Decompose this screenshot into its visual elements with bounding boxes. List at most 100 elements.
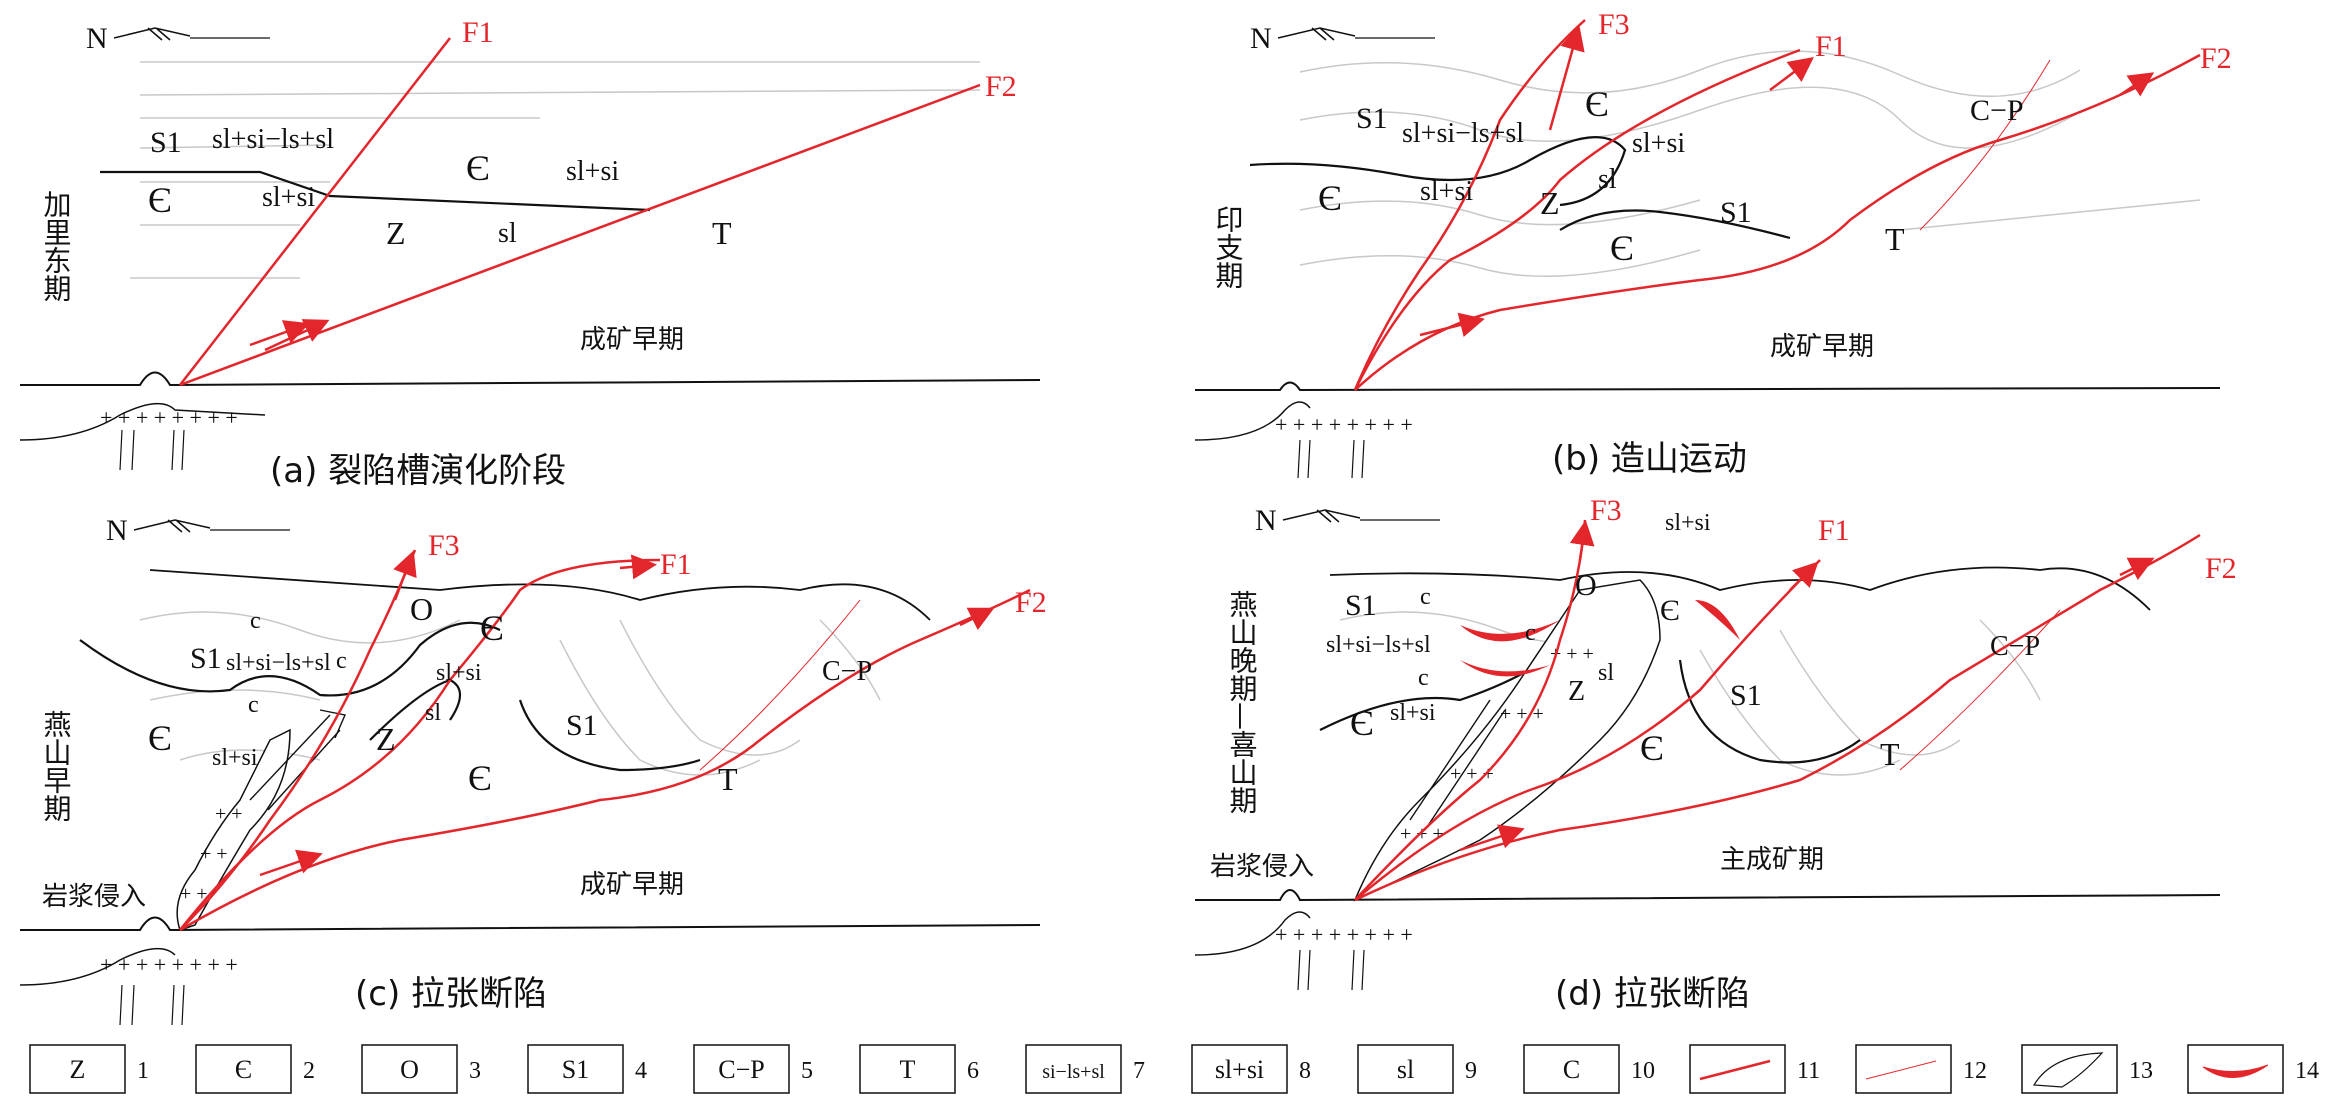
legend-item: sl+si 8: [1191, 1044, 1311, 1094]
legend-number: 8: [1299, 1058, 1311, 1084]
legend-item: C−P 5: [693, 1044, 813, 1094]
unit-label: Є: [1318, 178, 1342, 218]
legend-swatch: [693, 1044, 790, 1094]
fault-label-f3: F3: [428, 529, 460, 562]
legend-symbol: C: [1563, 1055, 1580, 1084]
svg-text:+ +: + +: [180, 883, 208, 905]
north-arrow-icon: [1277, 27, 1356, 41]
unit-label: sl+si−ls+sl: [1402, 118, 1524, 149]
fault-label-f2: F2: [1015, 586, 1047, 619]
unit-label: sl: [498, 218, 517, 249]
north-arrow-icon: [133, 519, 211, 533]
north-arrow-icon: [1282, 509, 1361, 523]
fault-label-f1: F1: [462, 16, 494, 49]
unit-label: sl+si: [212, 745, 258, 771]
period-label: 加里东期: [40, 190, 73, 302]
legend-swatch: [1025, 1044, 1122, 1094]
legend-swatch: [195, 1044, 292, 1094]
bedding-lines: [130, 61, 981, 279]
unit-label: c: [250, 608, 261, 634]
unit-label: C−P: [1990, 631, 2040, 662]
legend-swatch: [29, 1044, 126, 1094]
unit-label: T: [1885, 221, 1905, 257]
north-label: N: [86, 22, 108, 55]
legend-item: si−ls+sl 7: [1025, 1044, 1145, 1094]
unit-label: sl+si: [436, 660, 482, 686]
north-label: N: [106, 514, 128, 547]
period-label: 燕山早期: [40, 710, 73, 822]
legend-symbol-icon: [2032, 1052, 2104, 1088]
legend-symbol: si−ls+sl: [1042, 1061, 1105, 1083]
unit-label: sl+si: [566, 156, 619, 187]
fault-label-f1: F1: [1815, 30, 1847, 63]
north-label: N: [1255, 504, 1277, 537]
panel-caption: (d) 拉张断陷: [1555, 974, 1750, 1014]
legend-number: 5: [801, 1058, 813, 1084]
unit-label: Є: [1350, 703, 1374, 743]
fault-label-f1: F1: [660, 548, 692, 581]
unit-label: S1: [1720, 196, 1752, 229]
unit-label: c: [1420, 584, 1431, 610]
unit-label: S1: [566, 709, 598, 742]
legend-swatch: [2021, 1044, 2118, 1094]
unit-label: sl: [1598, 660, 1614, 686]
legend-item: C 10: [1523, 1044, 1655, 1094]
fault-label-f3: F3: [1598, 8, 1630, 41]
legend-symbol: S1: [562, 1055, 589, 1084]
unit-label: S1: [1345, 589, 1377, 622]
unit-label: sl+si−ls+sl: [226, 650, 331, 676]
unit-label: sl+si: [262, 182, 315, 213]
legend-number: 10: [1631, 1058, 1655, 1084]
unit-label: S1: [190, 642, 222, 675]
legend-symbol-icon: [2202, 1064, 2269, 1078]
unit-label: Є: [466, 148, 490, 188]
ore-body-icon: [1460, 600, 1740, 677]
fault-label-f2: F2: [985, 70, 1017, 103]
legend-item: 12: [1855, 1044, 1987, 1094]
fault-f1: [179, 37, 451, 386]
intrusion-label: 岩浆侵入: [42, 882, 146, 912]
legend-symbol: sl+si: [1215, 1055, 1264, 1084]
unit-label: Z: [1540, 185, 1560, 221]
granite-icon: + + + + + + + +: [100, 405, 238, 430]
legend-number: 7: [1133, 1058, 1145, 1084]
faults: [179, 37, 981, 387]
legend-symbol: T: [900, 1055, 916, 1084]
unit-label: Є: [480, 608, 504, 648]
legend-symbol: sl: [1397, 1055, 1414, 1084]
legend-number: 1: [137, 1058, 149, 1084]
unit-label: S1: [150, 126, 182, 159]
unit-label: sl+si: [1420, 176, 1473, 207]
unit-label: sl: [425, 700, 441, 726]
unit-label: Є: [1585, 84, 1609, 124]
legend-symbol: O: [400, 1055, 419, 1084]
svg-text:+ + + + + + + +: + + + + + + + +: [1275, 922, 1413, 947]
unit-label: Є: [148, 180, 172, 220]
legend-number: 14: [2295, 1058, 2319, 1084]
legend-number: 4: [635, 1058, 647, 1084]
unit-label: Z: [1568, 676, 1585, 707]
legend-swatch: [361, 1044, 458, 1094]
legend-item: 13: [2021, 1044, 2153, 1094]
stage-label: 主成矿期: [1720, 845, 1824, 875]
north-label: N: [1250, 22, 1272, 55]
legend-item: 14: [2187, 1044, 2319, 1094]
unit-label: c: [336, 648, 347, 674]
unit-label: sl+si: [1632, 128, 1685, 159]
unit-label: T: [718, 761, 738, 797]
svg-text:+ + + + + + + +: + + + + + + + +: [100, 952, 238, 977]
legend-swatch: [1357, 1044, 1454, 1094]
period-label: 燕山晚期—喜山期: [1226, 590, 1259, 814]
unit-label: sl+si−ls+sl: [1326, 632, 1431, 658]
unit-label: Є: [1660, 594, 1680, 627]
svg-text:+ + +: + + +: [1450, 763, 1494, 785]
panel-caption: (b) 造山运动: [1552, 439, 1747, 479]
legend-symbol: C−P: [718, 1055, 764, 1084]
panel-caption: (a) 裂陷槽演化阶段: [270, 451, 566, 491]
svg-text:+ + +: + + +: [1550, 643, 1594, 665]
